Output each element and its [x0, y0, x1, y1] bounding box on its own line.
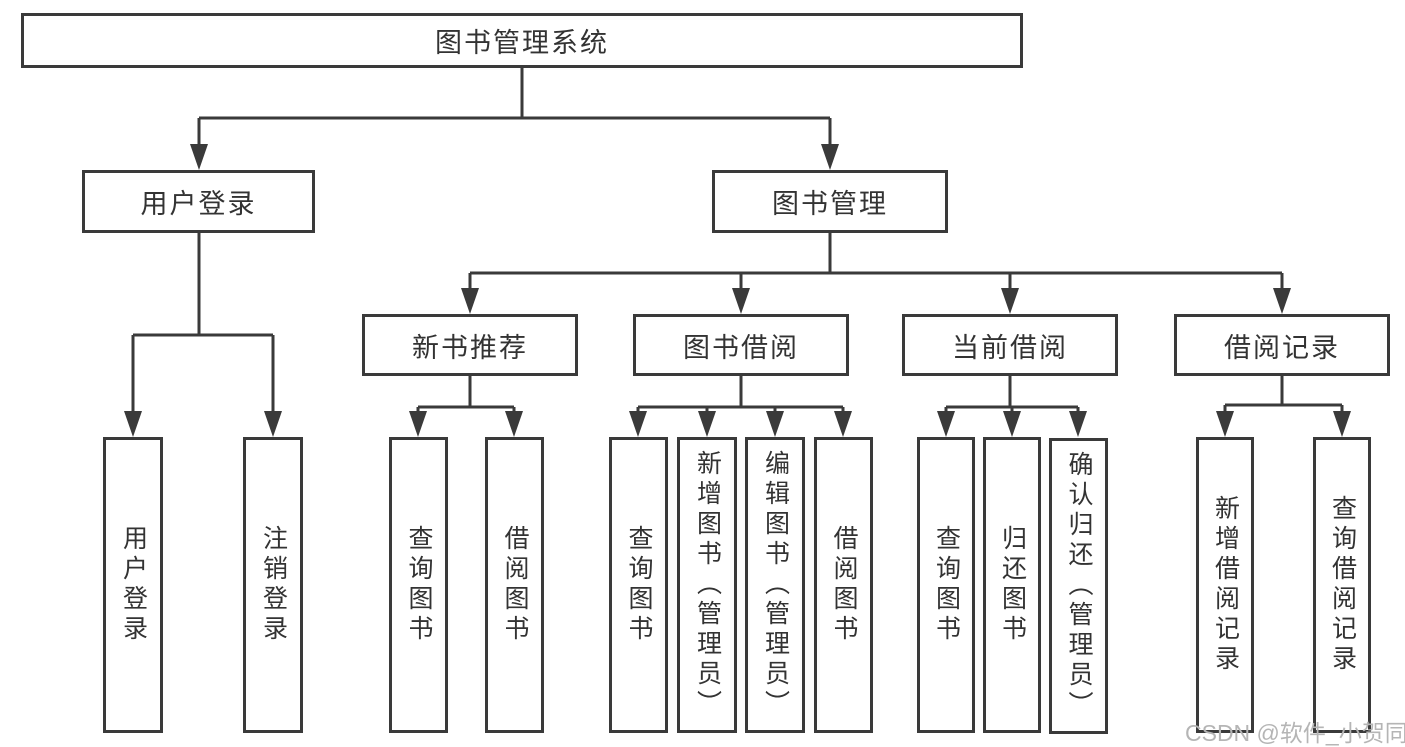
- leaf-borrow-books-recommend: 借阅图书: [485, 437, 544, 733]
- leaf-query-books-borrow: 查询图书: [609, 437, 668, 733]
- leaf-label: 新增借阅记录: [1211, 495, 1240, 675]
- node-user-login-label: 用户登录: [140, 189, 257, 219]
- leaf-query-borrow-record: 查询借阅记录: [1313, 437, 1371, 733]
- leaf-label: 查询借阅记录: [1328, 495, 1357, 675]
- leaf-return-books: 归还图书: [983, 437, 1041, 733]
- leaf-query-books-recommend: 查询图书: [389, 437, 448, 733]
- node-borrow-records: 借阅记录: [1174, 314, 1390, 376]
- leaf-label: 新增图书（管理员）: [693, 450, 722, 720]
- leaf-logout: 注销登录: [243, 437, 303, 733]
- node-borrow-records-label: 借阅记录: [1224, 332, 1340, 363]
- node-book-management-label: 图书管理: [772, 189, 888, 219]
- leaf-confirm-return-admin: 确认归还（管理员）: [1049, 438, 1108, 734]
- node-book-borrow: 图书借阅: [633, 314, 849, 376]
- csdn-watermark: CSDN @软件_小贺同学: [1185, 720, 1405, 746]
- leaf-label: 借阅图书: [501, 525, 529, 645]
- arrowheads: [124, 144, 1351, 437]
- leaf-label: 借阅图书: [830, 525, 858, 645]
- node-new-book-recommend-label: 新书推荐: [412, 332, 528, 363]
- node-book-borrow-label: 图书借阅: [683, 332, 799, 363]
- leaf-add-borrow-record: 新增借阅记录: [1196, 437, 1254, 733]
- node-user-login: 用户登录: [82, 170, 315, 233]
- node-root: 图书管理系统: [21, 13, 1023, 68]
- leaf-query-books-current: 查询图书: [917, 437, 975, 733]
- leaf-label: 查询图书: [625, 525, 653, 645]
- node-book-management: 图书管理: [712, 170, 948, 233]
- node-current-borrow: 当前借阅: [902, 314, 1118, 376]
- leaf-label: 用户登录: [119, 525, 148, 645]
- leaf-label: 查询图书: [405, 525, 433, 645]
- leaf-edit-books-admin: 编辑图书（管理员）: [745, 437, 805, 733]
- leaf-borrow-books: 借阅图书: [814, 437, 873, 733]
- leaf-user-login: 用户登录: [103, 437, 163, 733]
- leaf-label: 确认归还（管理员）: [1065, 451, 1093, 721]
- node-current-borrow-label: 当前借阅: [952, 332, 1068, 363]
- node-new-book-recommend: 新书推荐: [362, 314, 578, 376]
- node-root-label: 图书管理系统: [435, 28, 609, 58]
- leaf-add-books-admin: 新增图书（管理员）: [677, 437, 737, 733]
- leaf-label: 查询图书: [932, 525, 961, 645]
- leaf-label: 注销登录: [259, 525, 288, 645]
- leaf-label: 编辑图书（管理员）: [761, 450, 790, 720]
- leaf-label: 归还图书: [998, 525, 1027, 645]
